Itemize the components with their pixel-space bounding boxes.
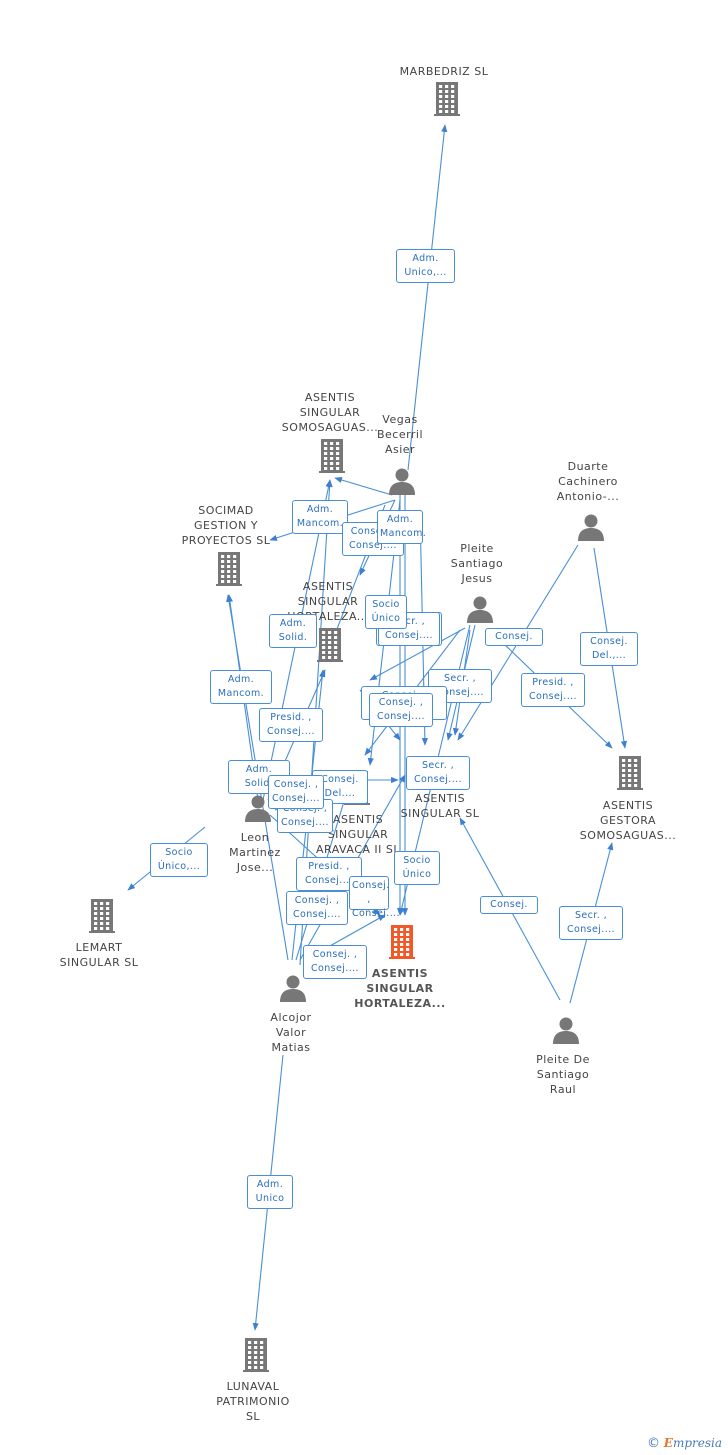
- relation-tag[interactable]: Adm. Unico,...: [396, 249, 455, 283]
- building-icon[interactable]: [317, 628, 343, 666]
- person-label: Pleite De Santiago Raul: [536, 1053, 590, 1096]
- person-node-duarte[interactable]: Duarte Cachinero Antonio-...: [557, 459, 619, 504]
- relation-tag[interactable]: Consej. Del.,...: [580, 632, 638, 666]
- company-label: LEMART SINGULAR SL: [59, 941, 139, 969]
- relation-tag[interactable]: Socio Único,...: [150, 843, 208, 877]
- company-node-lemart[interactable]: LEMART SINGULAR SL: [60, 940, 139, 970]
- person-icon[interactable]: [279, 974, 307, 1006]
- building-icon[interactable]: [389, 925, 415, 963]
- person-label: Alcojor Valor Matias: [270, 1011, 312, 1054]
- person-icon[interactable]: [577, 513, 605, 545]
- relation-tag[interactable]: Secr. , Consej....: [559, 906, 623, 940]
- person-icon[interactable]: [466, 595, 494, 627]
- relation-tag[interactable]: Adm. Mancom.: [292, 500, 348, 534]
- relation-tag[interactable]: Socio Único: [394, 851, 440, 885]
- person-icon[interactable]: [244, 794, 272, 826]
- relation-tag[interactable]: Consej. , Consej....: [286, 891, 348, 925]
- building-icon[interactable]: [243, 1338, 269, 1376]
- person-label: Pleite Santiago Jesus: [450, 542, 504, 585]
- company-node-aravaca[interactable]: ASENTIS SINGULAR ARAVACA II SL: [316, 812, 400, 857]
- person-icon[interactable]: [552, 1016, 580, 1048]
- relation-tag[interactable]: Socio Único: [365, 595, 407, 629]
- footer-brand: © Empresia: [647, 1436, 722, 1451]
- relation-tag[interactable]: Secr. , Consej....: [406, 756, 470, 790]
- company-label: ASENTIS SINGULAR HORTALEZA...: [354, 967, 446, 1010]
- copyright-symbol: ©: [646, 1436, 660, 1451]
- person-node-vegas[interactable]: Vegas Becerril Asier: [377, 412, 423, 457]
- company-label: MARBEDRIZ SL: [399, 65, 489, 78]
- relation-tag[interactable]: Adm. Solid.: [269, 614, 317, 648]
- relation-tag[interactable]: Adm. Mancom.: [210, 670, 272, 704]
- building-icon[interactable]: [89, 899, 115, 937]
- person-node-pleite_r[interactable]: Pleite De Santiago Raul: [536, 1052, 590, 1097]
- person-label: Leon Martinez Jose...: [229, 831, 281, 874]
- relation-tag[interactable]: Consej. , Consej....: [369, 693, 433, 727]
- company-node-marbedriz[interactable]: MARBEDRIZ SL: [400, 64, 489, 79]
- company-node-somosaguas[interactable]: ASENTIS SINGULAR SOMOSAGUAS...: [282, 390, 378, 435]
- person-node-pleite_j[interactable]: Pleite Santiago Jesus: [451, 541, 504, 586]
- company-label: ASENTIS SINGULAR SL: [400, 792, 480, 820]
- building-icon[interactable]: [617, 756, 643, 794]
- building-icon[interactable]: [216, 552, 242, 590]
- relation-tag[interactable]: Presid. , Consej....: [521, 673, 585, 707]
- relation-tag[interactable]: Consej.: [485, 628, 543, 646]
- company-node-main[interactable]: ASENTIS SINGULAR HORTALEZA...: [354, 966, 445, 1011]
- relation-tag[interactable]: Presid. , Consej....: [259, 708, 323, 742]
- company-label: ASENTIS SINGULAR ARAVACA II SL: [316, 813, 400, 856]
- relation-tag[interactable]: Consej. , Consej....: [349, 876, 400, 919]
- company-label: ASENTIS SINGULAR SOMOSAGUAS...: [281, 391, 379, 434]
- relation-tag[interactable]: Adm. Unico: [247, 1175, 293, 1209]
- company-node-asentis_sl[interactable]: ASENTIS SINGULAR SL: [401, 791, 480, 821]
- company-node-lunaval[interactable]: LUNAVAL PATRIMONIO SL: [216, 1379, 290, 1424]
- person-icon[interactable]: [388, 467, 416, 499]
- company-label: LUNAVAL PATRIMONIO SL: [216, 1380, 290, 1423]
- relation-tag[interactable]: Adm. Mancom.: [377, 510, 426, 544]
- person-node-alcojor[interactable]: Alcojor Valor Matias: [270, 1010, 311, 1055]
- building-icon[interactable]: [319, 439, 345, 477]
- company-label: SOCIMAD GESTION Y PROYECTOS SL: [181, 504, 271, 547]
- company-node-socimad[interactable]: SOCIMAD GESTION Y PROYECTOS SL: [182, 503, 271, 548]
- person-label: Vegas Becerril Asier: [376, 413, 424, 456]
- building-icon[interactable]: [434, 82, 460, 120]
- relation-tag[interactable]: Consej. , Consej....: [303, 945, 367, 979]
- company-label: ASENTIS GESTORA SOMOSAGUAS...: [579, 799, 677, 842]
- relation-tag[interactable]: Consej. , Consej....: [268, 775, 324, 809]
- person-node-leon[interactable]: Leon Martinez Jose...: [229, 830, 281, 875]
- person-label: Duarte Cachinero Antonio-...: [556, 460, 620, 503]
- company-node-gestora[interactable]: ASENTIS GESTORA SOMOSAGUAS...: [580, 798, 676, 843]
- relation-tag[interactable]: Consej.: [480, 896, 538, 914]
- brand-logo[interactable]: Empresia: [663, 1436, 722, 1450]
